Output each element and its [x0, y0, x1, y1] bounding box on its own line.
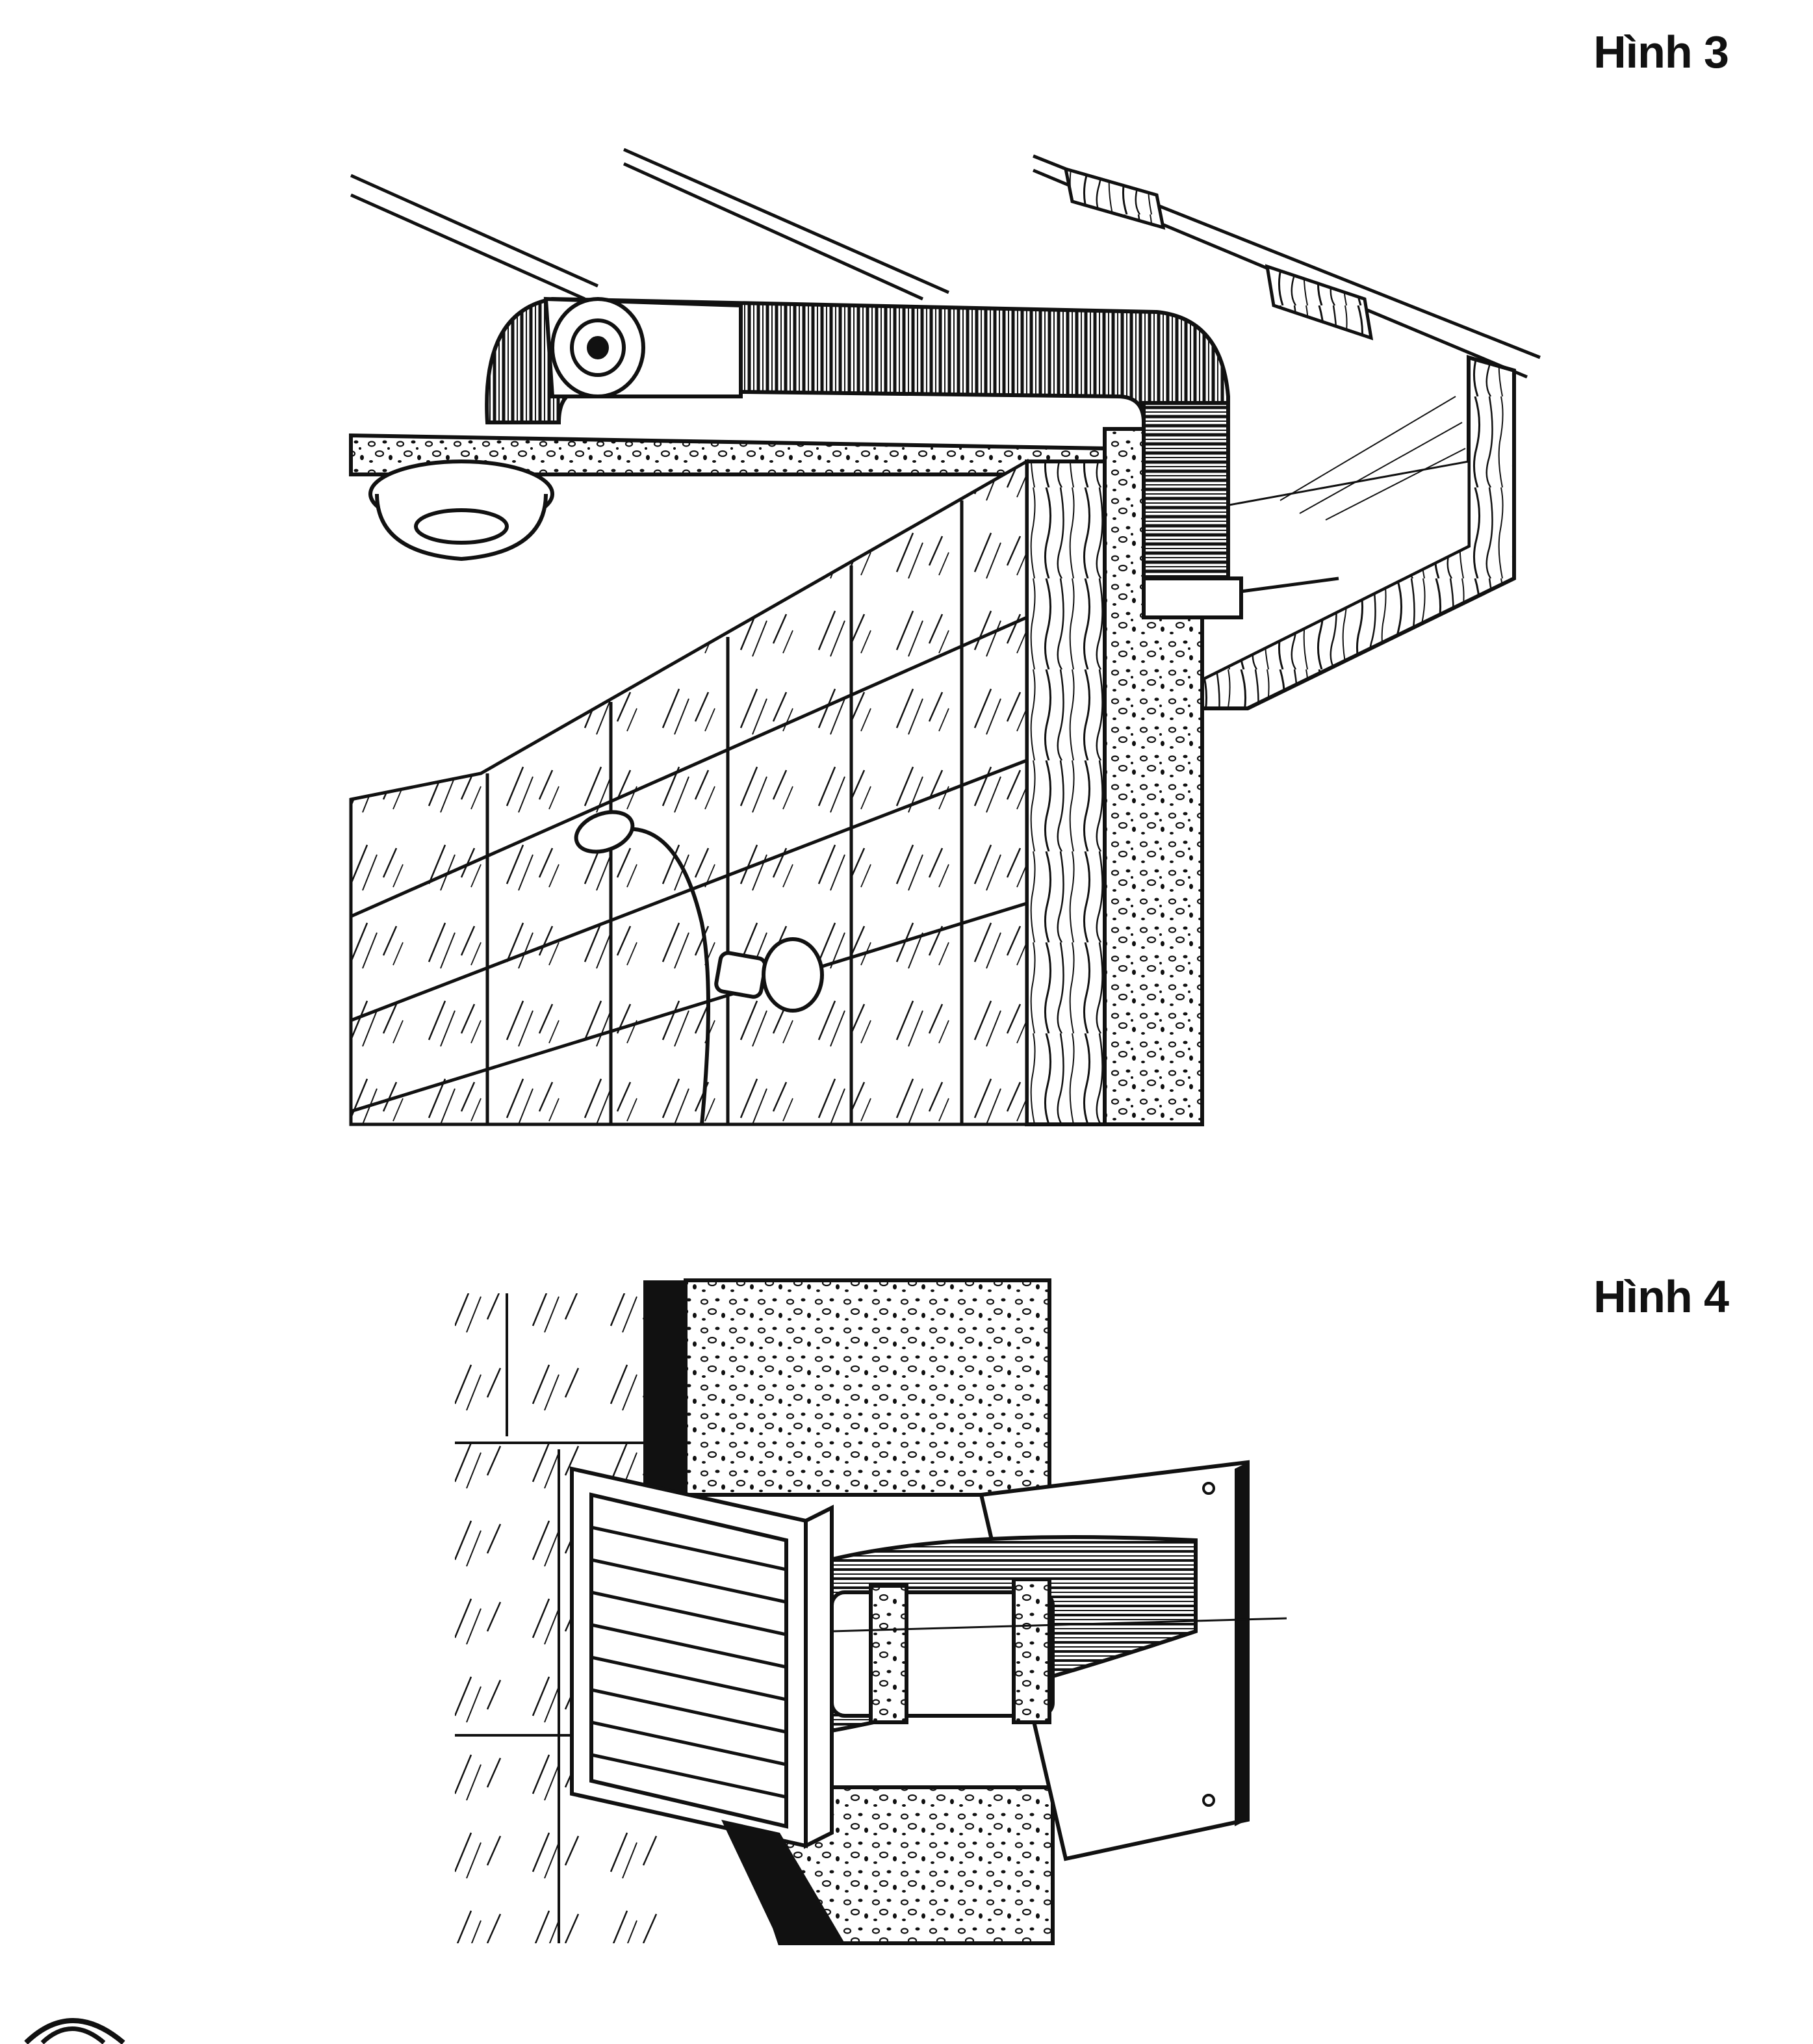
figure-3-label: Hình 3: [1593, 27, 1729, 77]
wall-duct-fan-illustration: [455, 1278, 1287, 1945]
brand-logo-partial: [24, 2018, 125, 2044]
ceiling-duct-fan-illustration: [349, 148, 1541, 1126]
figure-4-label: Hình 4: [1593, 1271, 1729, 1322]
